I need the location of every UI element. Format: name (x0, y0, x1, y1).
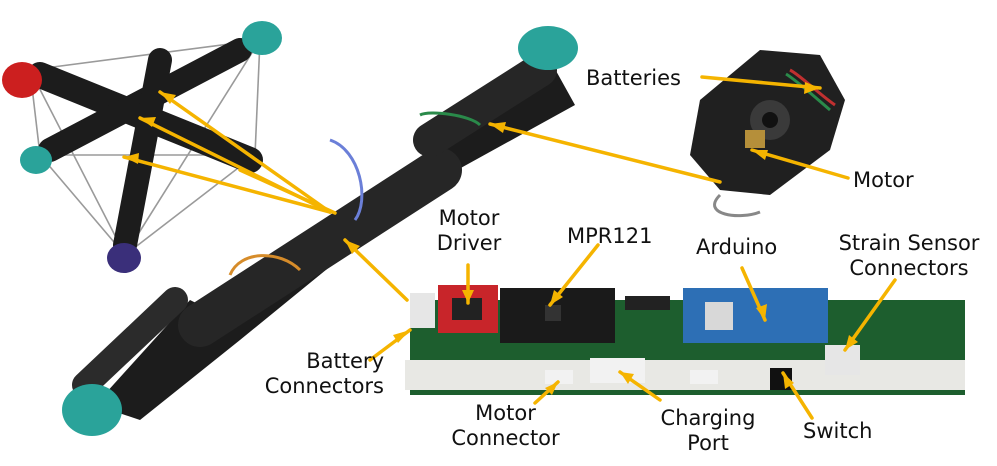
label-batteries: Batteries (586, 66, 681, 90)
label-motor-connector-line2: Connector (451, 426, 560, 450)
teal-end-cap (242, 21, 282, 55)
label-charging-port-line1: Charging (660, 406, 756, 430)
label-motor-driver: Motor Driver (425, 206, 513, 256)
tensegrity-robot (2, 21, 282, 273)
label-motor-driver-line2: Driver (436, 231, 502, 255)
motor-module (690, 50, 845, 218)
label-battery-connectors: Battery Connectors (238, 349, 384, 399)
label-strain-sensor-line2: Connectors (849, 256, 969, 280)
label-mpr121: MPR121 (567, 224, 653, 248)
label-motor: Motor (853, 168, 914, 192)
label-motor-driver-line1: Motor (438, 206, 500, 230)
label-charging-port: Charging Port (648, 406, 768, 456)
label-strain-sensor-line1: Strain Sensor (838, 231, 980, 255)
label-motor-connector: Motor Connector (438, 401, 573, 451)
blue-end-cap (107, 243, 141, 273)
label-switch: Switch (803, 419, 873, 443)
label-charging-port-line2: Port (687, 431, 729, 455)
label-battery-connectors-line1: Battery (306, 349, 384, 373)
red-end-cap (2, 62, 42, 98)
pcb-assembly (405, 285, 965, 395)
strut (62, 26, 578, 436)
label-motor-connector-line1: Motor (475, 401, 536, 425)
label-strain-sensor-connectors: Strain Sensor Connectors (823, 231, 995, 281)
teal-end-cap (20, 146, 52, 174)
teal-end-cap (62, 384, 122, 436)
label-battery-connectors-line2: Connectors (264, 374, 384, 398)
pointer-arrows (122, 75, 897, 420)
teal-end-cap (518, 26, 578, 70)
label-arduino: Arduino (696, 235, 778, 259)
